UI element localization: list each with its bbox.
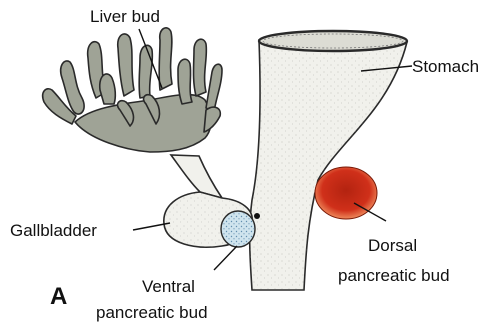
label-gallbladder: Gallbladder (10, 221, 97, 240)
duct-opening (254, 213, 260, 219)
liver-branch (206, 64, 222, 112)
liver-branch (204, 107, 220, 132)
liver-branch (178, 59, 192, 104)
liver-branch (75, 95, 211, 152)
label-dorsal-line2: pancreatic bud (338, 266, 450, 285)
label-stomach: Stomach (412, 57, 479, 76)
liver-stalk (171, 155, 222, 198)
label-liver-bud: Liver bud (90, 7, 160, 26)
liver-branch (118, 34, 134, 96)
liver-branch (159, 28, 172, 90)
liver-bud (43, 28, 222, 198)
liver-branch (100, 74, 116, 104)
label-ventral-line1: Ventral (142, 277, 195, 296)
liver-branch (139, 45, 152, 98)
label-dorsal-line1: Dorsal (368, 236, 417, 255)
label-ventral-line2: pancreatic bud (96, 303, 208, 322)
liver-branch (194, 39, 207, 96)
panel-letter: A (50, 283, 67, 310)
